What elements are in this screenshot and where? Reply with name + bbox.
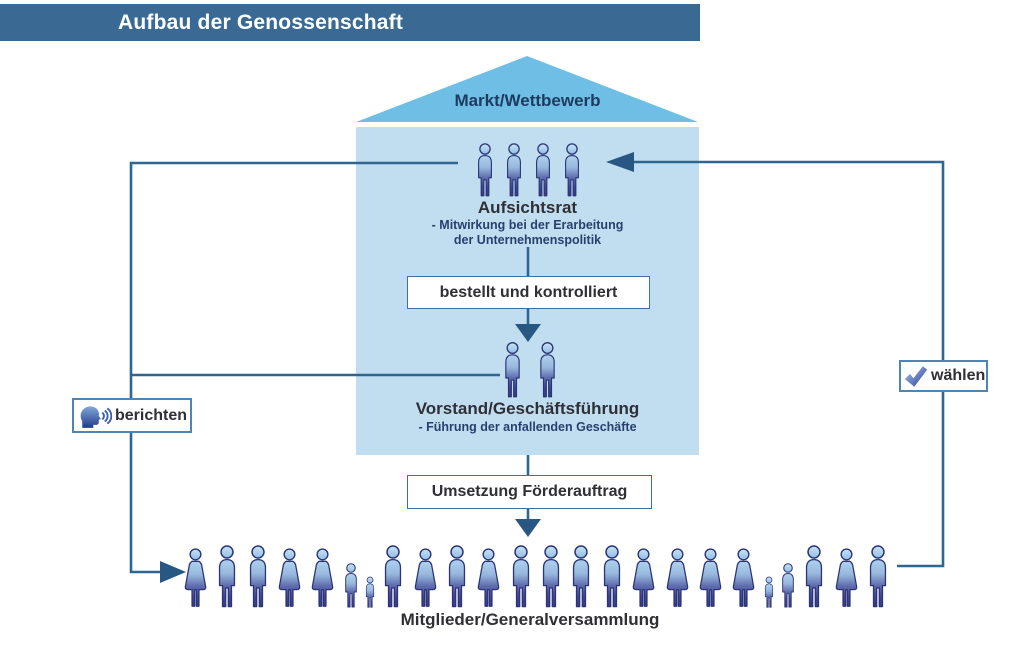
person-figure-man (864, 542, 892, 608)
vorstand-figures (500, 339, 560, 398)
market-label: Markt/Wettbewerb (454, 91, 601, 110)
person-figure-man (443, 542, 471, 608)
person-figure-man (244, 542, 272, 608)
berichten-line (129, 161, 458, 574)
person-figure-woman (274, 545, 305, 608)
umsetzung-box: Umsetzung Förderauftrag (407, 475, 652, 509)
aufsichtsrat-title: Aufsichtsrat (477, 198, 578, 217)
person-figure-child (778, 561, 798, 608)
person-figure-man (537, 542, 565, 608)
vorstand-subtitle: - Führung der anfallenden Geschäfte (418, 420, 637, 434)
person-figure-baby (363, 575, 377, 608)
person-figure-child (341, 561, 361, 608)
person-figure-woman (180, 545, 211, 608)
checkmark-icon (904, 365, 928, 387)
umsetzung-label: Umsetzung Förderauftrag (431, 483, 628, 500)
person-figure-woman (410, 545, 441, 608)
person-figure-man (379, 542, 407, 608)
person-figure-man (800, 542, 828, 608)
person-figure-man (531, 141, 555, 197)
berichten-label: berichten (115, 406, 188, 424)
person-figure-woman (728, 545, 759, 608)
berichten-box: berichten (72, 398, 192, 433)
person-figure-man (560, 141, 584, 197)
person-figure-woman (473, 545, 504, 608)
person-figure-woman (662, 545, 693, 608)
house-roof (356, 56, 698, 122)
members-title: Mitglieder/Generalversammlung (400, 610, 660, 629)
bestellt-label: bestellt und kontrolliert (439, 283, 618, 301)
person-figure-man (507, 542, 535, 608)
aufsichtsrat-figures (472, 140, 584, 197)
bestellt-box: bestellt und kontrolliert (407, 276, 650, 309)
waehlen-label: wählen (931, 367, 986, 384)
person-figure-baby (762, 575, 776, 608)
person-figure-woman (628, 545, 659, 608)
person-figure-woman (695, 545, 726, 608)
person-figure-man (535, 340, 560, 398)
title-bar: Aufbau der Genossenschaft (0, 4, 700, 41)
members-figures (180, 541, 892, 608)
vorstand-title: Vorstand/Geschäftsführung (415, 399, 640, 418)
aufsichtsrat-subtitle: - Mitwirkung bei der Erarbeitung der Unt… (356, 218, 699, 248)
person-figure-man (473, 141, 497, 197)
person-figure-woman (307, 545, 338, 608)
person-figure-man (213, 542, 241, 608)
arrowhead-to-members (160, 561, 186, 583)
person-figure-man (567, 542, 595, 608)
waehlen-box: wählen (899, 360, 988, 392)
page-title: Aufbau der Genossenschaft (118, 10, 404, 34)
arrowhead-to-members-center (515, 519, 541, 537)
person-figure-man (598, 542, 626, 608)
person-figure-woman (831, 545, 862, 608)
arrowhead-to-aufsichtsrat (606, 152, 634, 172)
aufsichtsrat-subtitle-line2: der Unternehmenspolitik (453, 232, 602, 247)
person-figure-man (502, 141, 526, 197)
person-figure-man (500, 340, 525, 398)
arrowhead-to-vorstand (515, 324, 541, 342)
aufsichtsrat-subtitle-line1: - Mitwirkung bei der Erarbeitung (431, 218, 624, 232)
speaking-head-icon (80, 405, 112, 428)
